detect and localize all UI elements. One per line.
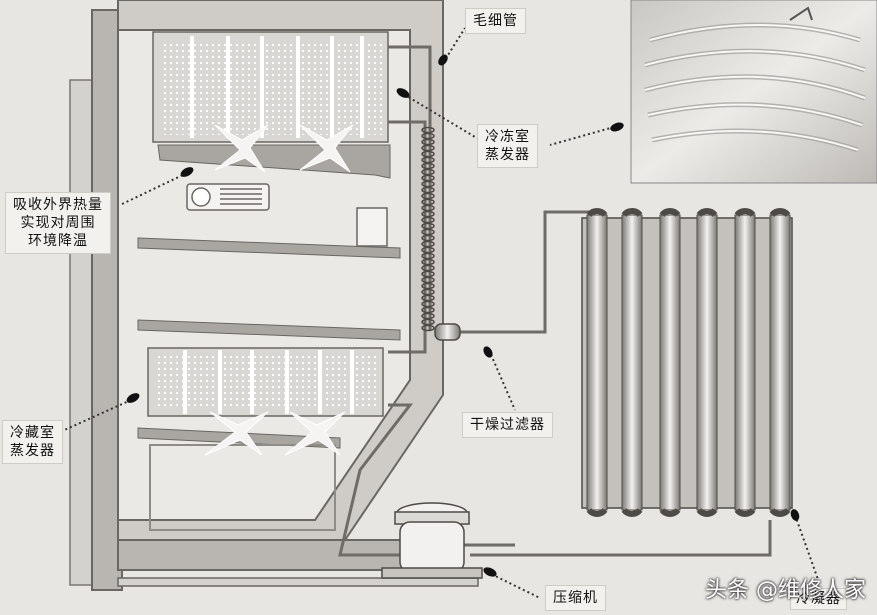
evaporator-photo	[630, 0, 877, 184]
compressor-graphic	[381, 502, 483, 579]
dryer-filter-graphic	[434, 323, 461, 341]
condenser-graphic	[581, 208, 793, 517]
watermark: 头条 @维修人家	[705, 578, 866, 603]
label-freezer-evaporator: 冷冻室 蒸发器	[477, 124, 538, 168]
refrigerant-piping	[338, 45, 772, 557]
label-dryer-filter: 干燥过滤器	[462, 412, 553, 438]
capillary-coil	[421, 126, 435, 332]
freezer-evaporator-graphic	[152, 31, 391, 179]
label-condenser: 冷凝器	[790, 588, 847, 610]
label-compressor: 压缩机	[545, 585, 606, 611]
label-heat-absorb: 吸收外界热量 实现对周围 环境降温	[5, 192, 111, 254]
label-capillary: 毛细管	[465, 8, 526, 34]
fridge-evaporator-graphic	[147, 347, 384, 456]
callout-pointer-icons	[126, 54, 800, 577]
label-fridge-evaporator: 冷藏室 蒸发器	[2, 420, 63, 464]
